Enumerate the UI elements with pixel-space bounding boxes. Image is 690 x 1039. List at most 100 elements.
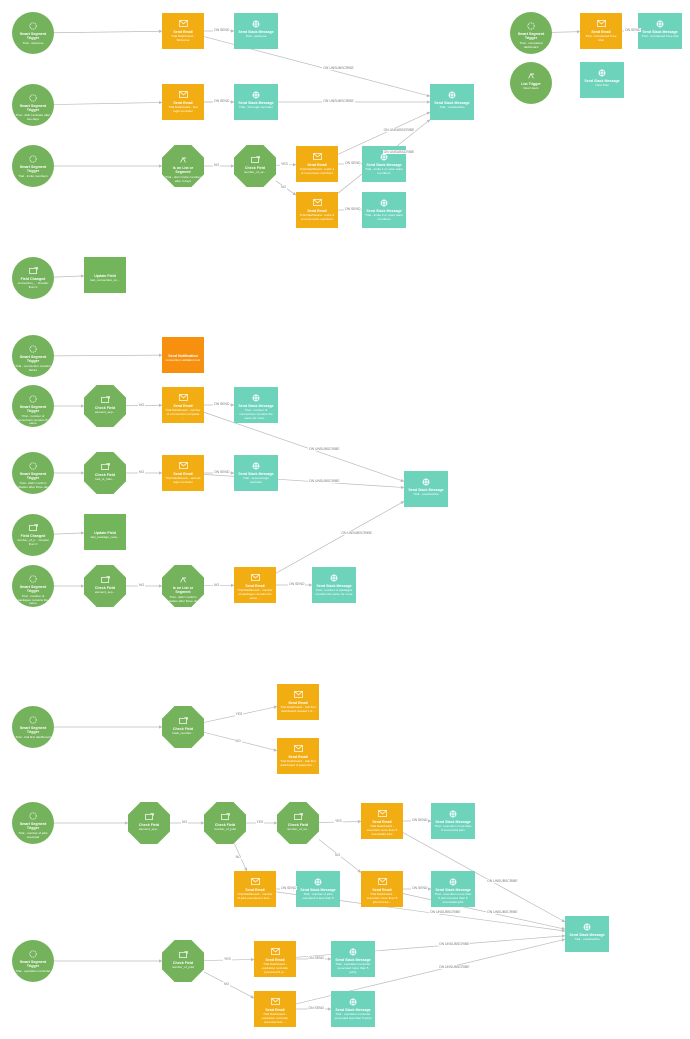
node-title: Update Field (94, 531, 116, 535)
envelope-icon (293, 690, 303, 699)
envelope-icon (250, 877, 260, 886)
node-title: Send Email (372, 820, 392, 824)
slack-icon (598, 68, 606, 77)
node-subtitle: Trial Dashboard - number of packages rem… (237, 588, 273, 601)
node-subtitle: Trial - Not login reminder (239, 105, 273, 110)
node-title: Send Slack Message (584, 79, 620, 83)
node-subtitle: Trial - unsubscribe (574, 937, 600, 942)
node-title: Send Slack Message (238, 101, 274, 105)
edge-label: NO (213, 163, 221, 167)
node-title: Check Field (94, 586, 116, 590)
slack-icon (422, 477, 430, 486)
node-title: Smart Segment Trigger (19, 822, 47, 831)
edge-label: ON SEND (213, 28, 231, 32)
node-title: Send Slack Message (642, 30, 678, 34)
node-subtitle: trials_number... (172, 731, 194, 736)
node-title: Send Email (591, 30, 611, 34)
node-title: Send Slack Message (366, 163, 402, 167)
node-title: Check Field (287, 823, 309, 827)
node-title: Smart Segment Trigger (19, 405, 47, 414)
list-icon (179, 155, 187, 164)
edge-label: ON SEND (307, 1006, 325, 1010)
node-subtitle: number_of_jobs (213, 827, 237, 832)
node-title: Update Field (94, 274, 116, 278)
node-title: Send Email (372, 888, 392, 892)
envelope-icon (312, 152, 322, 161)
edge-connector (53, 29, 163, 34)
edge-connector (53, 100, 163, 105)
edge-label: YES (234, 711, 244, 716)
edge-connector (275, 501, 405, 574)
field-icon (144, 812, 154, 821)
field-icon (293, 812, 303, 821)
node-subtitle: Trial Dashboard - invite 1 or more team … (299, 167, 335, 176)
node-subtitle: Trial - don't invite member after 3 days (165, 174, 201, 183)
clock-icon (29, 811, 37, 820)
node-subtitle: last_connection_on... (90, 278, 120, 283)
edge-label: ON UNSUBSCRIBE (308, 447, 341, 452)
slack-icon (330, 573, 338, 582)
edge-label: NO (280, 185, 288, 189)
node-title: Check Field (172, 961, 194, 965)
